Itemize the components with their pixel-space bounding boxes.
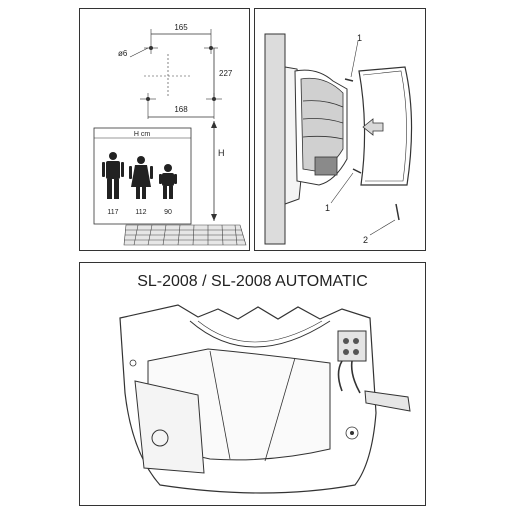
power-cable [364, 390, 411, 412]
dryer-motor-body [294, 69, 348, 186]
callout-2: 2 [363, 235, 368, 245]
dim-bottom-label: 168 [174, 105, 188, 114]
screw-icon [345, 426, 359, 440]
height-value-child: 90 [164, 209, 172, 216]
dim-vertical-label: 227 [219, 69, 233, 78]
exploded-view-panel: 1 1 2 [254, 8, 426, 251]
wall [264, 33, 286, 245]
person-adult-woman-icon [129, 156, 153, 199]
hole-diameter-label: ø6 [118, 49, 128, 58]
terminal-block [337, 330, 367, 362]
mounting-dimensions-drawing: 165 ø6 168 227 H H cm [93, 23, 247, 246]
motor-box [134, 380, 205, 474]
screw-icon [129, 359, 137, 367]
interior-view-panel: SL-2008 / SL-2008 AUTOMATIC [79, 262, 426, 506]
dim-top-label: 165 [174, 23, 188, 32]
height-value-man: 117 [107, 209, 118, 216]
model-title: SL-2008 / SL-2008 AUTOMATIC [137, 273, 368, 290]
height-label: H [218, 148, 225, 158]
person-child-icon [159, 164, 177, 199]
person-adult-man-icon [102, 152, 124, 199]
height-value-woman: 112 [135, 209, 146, 216]
height-table-header: H cm [134, 131, 151, 138]
mounting-dimensions-panel: 165 ø6 168 227 H H cm [79, 8, 250, 251]
callout-1-bottom: 1 [325, 203, 330, 213]
screw-icon [344, 78, 400, 221]
exploded-view-drawing: 1 1 2 [264, 33, 413, 245]
interior-drawing [119, 304, 411, 494]
floor-tiles [123, 224, 247, 246]
callout-1-top: 1 [357, 33, 362, 43]
front-cover [358, 66, 413, 186]
arrow-icon [362, 118, 384, 136]
